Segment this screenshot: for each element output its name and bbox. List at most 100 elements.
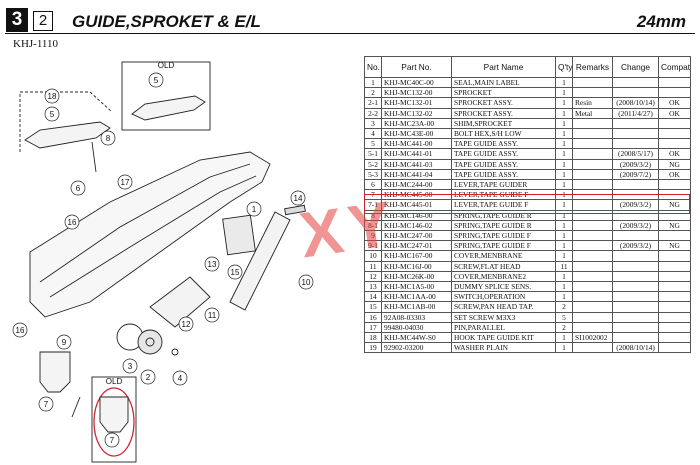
table-cell: 5-3	[364, 168, 382, 181]
callout-16a: 16	[64, 214, 80, 230]
table-cell: 5	[555, 311, 573, 323]
table-cell: SPRING,TAPE GUIDE F	[451, 240, 556, 252]
svg-text:15: 15	[231, 268, 240, 277]
table-cell: 3	[364, 117, 382, 130]
table-cell	[612, 281, 659, 293]
table-cell	[658, 281, 691, 293]
svg-text:9: 9	[62, 338, 67, 347]
table-cell	[612, 321, 659, 334]
header-rule	[5, 33, 695, 34]
table-cell	[658, 189, 691, 201]
table-cell: 2	[555, 321, 573, 334]
svg-text:7: 7	[44, 400, 49, 409]
table-cell	[612, 128, 659, 140]
table-cell: Metal	[572, 107, 613, 119]
table-cell	[572, 158, 613, 170]
callout-17: 17	[117, 174, 133, 190]
table-cell: 16	[364, 311, 382, 323]
svg-text:18: 18	[48, 92, 57, 101]
tape-size: 24mm	[636, 12, 686, 31]
table-cell: SCREW,PAN HEAD TAP.	[451, 301, 556, 313]
table-cell	[572, 189, 613, 201]
table-cell	[572, 128, 613, 140]
table-cell: OK	[658, 97, 691, 109]
table-cell: 1	[555, 138, 573, 150]
table-cell: (2009/3/2)	[612, 199, 659, 211]
table-cell	[612, 230, 659, 242]
table-cell: LEVER,TAPE GUIDE F	[451, 189, 556, 201]
table-cell	[658, 291, 691, 303]
svg-text:12: 12	[182, 320, 191, 329]
table-cell	[572, 291, 613, 303]
table-cell: OK	[658, 107, 691, 119]
table-cell	[612, 138, 659, 150]
table-cell: (2009/3/2)	[612, 219, 659, 232]
table-cell: OK	[658, 168, 691, 181]
table-cell: KHJ-MC441-00	[381, 138, 452, 150]
table-cell: SPROCKET ASSY.	[451, 107, 556, 119]
table-cell	[572, 311, 613, 323]
svg-text:6: 6	[76, 184, 81, 193]
svg-text:11: 11	[208, 311, 217, 320]
table-cell	[612, 301, 659, 313]
table-cell: 1	[555, 158, 573, 170]
callout-9: 9	[56, 334, 72, 350]
table-cell: 11	[555, 260, 573, 272]
table-cell	[612, 270, 659, 283]
table-cell: (2008/5/17)	[612, 148, 659, 160]
table-cell: (2008/10/14)	[612, 97, 659, 109]
table-cell	[658, 209, 691, 221]
table-cell: TAPE GUIDE ASSY.	[451, 168, 556, 181]
table-cell	[572, 301, 613, 313]
table-cell	[658, 76, 691, 89]
table-cell: TAPE GUIDE ASSY.	[451, 158, 556, 170]
table-cell	[572, 209, 613, 221]
table-cell: KHJ-MC247-01	[381, 240, 452, 252]
old-label-bottom: OLD	[106, 377, 123, 386]
exploded-parts-diagram: OLD OLD 18 5 8 17 1 14 6 16 15 13 10 11 …	[12, 61, 314, 463]
table-cell: KHJ-MC40C-00	[381, 76, 452, 89]
table-cell: 1	[555, 209, 573, 221]
table-cell: SEAL,MAIN LABEL	[451, 76, 556, 89]
table-cell: KHJ-MC1A5-00	[381, 281, 452, 293]
table-cell: 1	[555, 342, 573, 354]
table-cell: 1	[364, 76, 382, 89]
table-cell	[572, 76, 613, 89]
callout-15: 15	[227, 264, 243, 280]
table-cell: KHJ-MC26K-00	[381, 270, 452, 283]
table-cell	[612, 179, 659, 191]
table-cell: KHJ-MC167-00	[381, 250, 452, 262]
table-cell: 1	[555, 189, 573, 201]
column-header: Remarks	[572, 56, 613, 78]
table-cell: NG	[658, 240, 691, 252]
table-cell: SWITCH,OPERATION	[451, 291, 556, 303]
table-cell	[658, 87, 691, 99]
callout-18: 18	[44, 88, 60, 104]
table-cell	[658, 179, 691, 191]
table-cell: 1	[555, 107, 573, 119]
table-cell	[658, 321, 691, 334]
table-cell	[572, 281, 613, 293]
svg-text:3: 3	[128, 362, 133, 371]
svg-text:7: 7	[110, 436, 115, 445]
table-cell: 5-2	[364, 158, 382, 170]
table-cell	[612, 117, 659, 130]
page-header: 3 2 GUIDE,SPROKET & E/L 24mm	[0, 0, 700, 34]
table-cell: KHJ-MC1AB-00	[381, 301, 452, 313]
table-cell: SPROCKET	[451, 87, 556, 99]
table-cell: 1	[555, 117, 573, 130]
column-header: Compati.	[658, 56, 691, 78]
table-cell: KHJ-MC132-00	[381, 87, 452, 99]
